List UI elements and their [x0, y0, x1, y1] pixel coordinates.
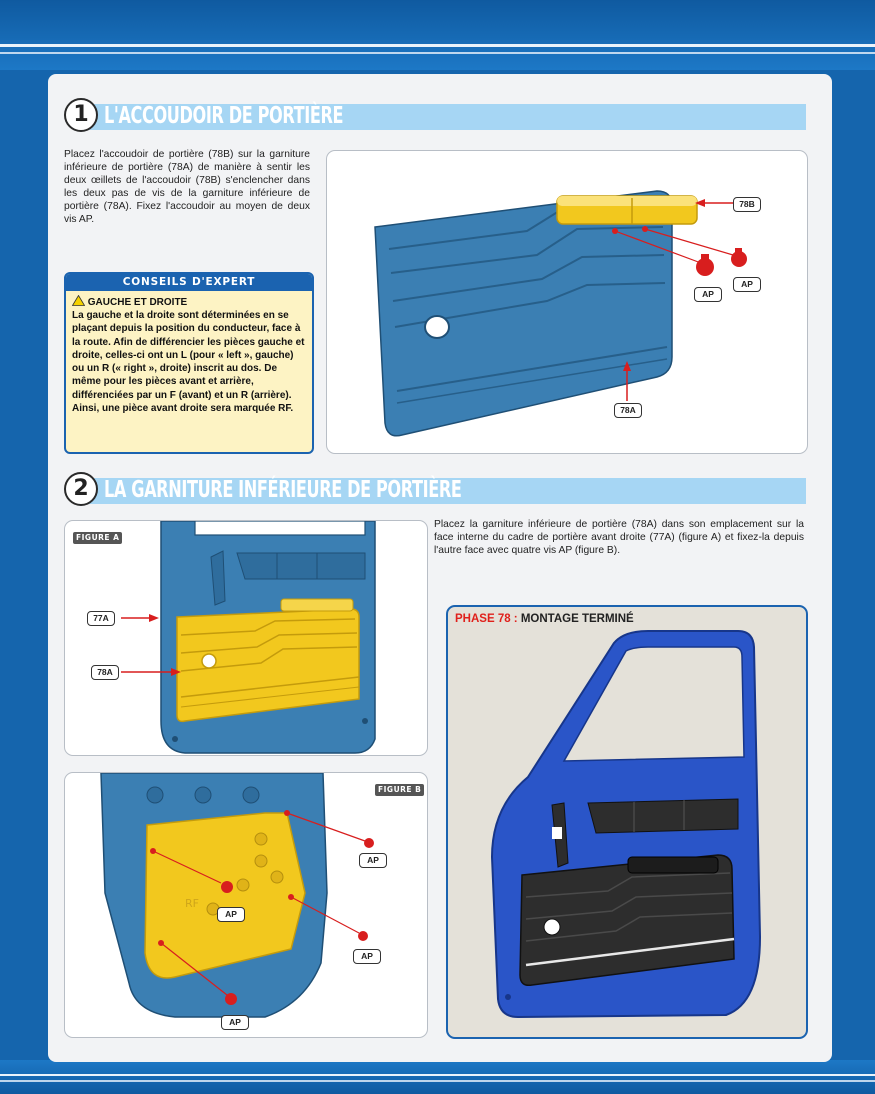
- screw-ap: [696, 254, 714, 276]
- bottom-stripe-thin: [0, 1080, 875, 1082]
- section-1-header: 1 L'ACCOUDOIR DE PORTIÈRE: [48, 98, 806, 134]
- tip-title-text: GAUCHE ET DROITE: [87, 297, 188, 308]
- bottom-stripe: [0, 1074, 875, 1076]
- callout-ap: AP: [353, 949, 381, 964]
- section-2-header: 2 LA GARNITURE INFÉRIEURE DE PORTIÈRE: [48, 472, 806, 508]
- tip-body: La gauche et la droite sont déterminées …: [72, 310, 305, 415]
- rf-mark: RF: [185, 897, 199, 910]
- section-number: 2: [64, 472, 98, 506]
- callout-ap: AP: [221, 1015, 249, 1030]
- screw-ap: [225, 993, 237, 1005]
- figure-a-label: FIGURE A: [73, 532, 123, 544]
- completed-door-illustration: [490, 630, 762, 1019]
- top-stripe-thin: [0, 52, 875, 54]
- section-number: 1: [64, 98, 98, 132]
- screw-ap: [358, 931, 368, 941]
- section-title: L'ACCOUDOIR DE PORTIÈRE: [104, 103, 344, 129]
- door-frame-front-illustration: [121, 521, 376, 754]
- tip-title: GAUCHE ET DROITE: [71, 294, 312, 309]
- door-trim-black: [519, 854, 735, 987]
- screw-ap: [364, 838, 374, 848]
- tip-header: CONSEILS D'EXPERT: [66, 274, 312, 291]
- callout-78b: 78B: [733, 197, 761, 212]
- door-trim-illustration: [374, 190, 747, 437]
- callout-78a: 78A: [91, 665, 119, 680]
- bottom-banner: [0, 1060, 875, 1094]
- figure-b-panel: RF FIGURE B AP AP AP AP: [64, 772, 428, 1038]
- section-2-text: Placez la garniture inférieure de portiè…: [434, 519, 804, 557]
- phase-78-panel: PHASE 78 : MONTAGE TERMINÉ: [446, 605, 808, 1039]
- top-stripe: [0, 44, 875, 47]
- screw-ap: [221, 881, 233, 893]
- callout-ap: AP: [733, 277, 761, 292]
- phase-label: PHASE 78 :: [455, 613, 518, 625]
- armrest-78b: [556, 195, 698, 225]
- figure-b-label: FIGURE B: [375, 784, 425, 796]
- phase-heading: PHASE 78 : MONTAGE TERMINÉ: [455, 612, 634, 626]
- figure-a-panel: FIGURE A 77A 78A: [64, 520, 428, 756]
- callout-77a: 77A: [87, 611, 115, 626]
- screw-ap: [731, 248, 747, 267]
- expert-tip-box: CONSEILS D'EXPERT GAUCHE ET DROITE La ga…: [64, 272, 314, 454]
- phase-title: MONTAGE TERMINÉ: [520, 613, 634, 625]
- lower-trim-78a: [176, 598, 360, 723]
- callout-ap: AP: [217, 907, 245, 922]
- lower-trim-78a-back: [144, 812, 306, 979]
- figure-1-panel: 78B AP AP 78A: [326, 150, 808, 454]
- callout-ap: AP: [359, 853, 387, 868]
- door-frame-back-illustration: RF: [100, 773, 374, 1018]
- section-title: LA GARNITURE INFÉRIEURE DE PORTIÈRE: [104, 477, 462, 503]
- callout-78a: 78A: [614, 403, 642, 418]
- callout-ap: AP: [694, 287, 722, 302]
- warning-icon: [71, 294, 86, 306]
- section-1-text: Placez l'accoudoir de portière (78B) sur…: [64, 149, 310, 226]
- top-banner: [0, 0, 875, 70]
- content-page: 1 L'ACCOUDOIR DE PORTIÈRE Placez l'accou…: [48, 74, 832, 1062]
